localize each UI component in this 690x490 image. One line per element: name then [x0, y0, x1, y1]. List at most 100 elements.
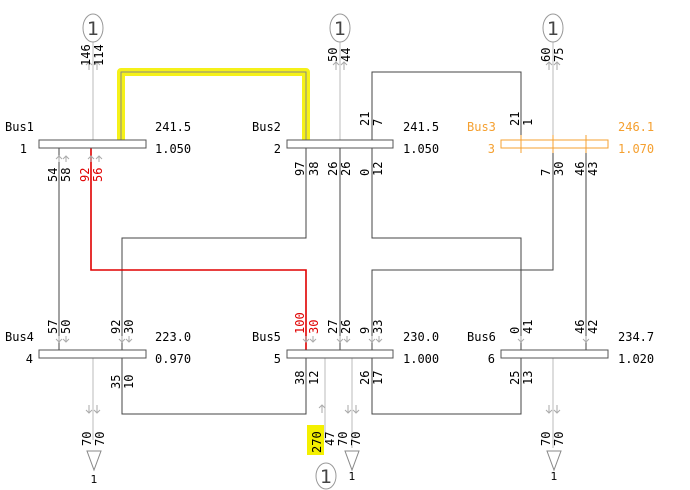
busbar-bus5[interactable]: [286, 349, 394, 359]
bus-number-bus6: 6: [488, 352, 495, 366]
line-bus2-bus4[interactable]: [121, 148, 307, 350]
arrow-icon: [553, 61, 561, 70]
bus-name-bus1: Bus1: [5, 120, 34, 134]
bus-number-bus3: 3: [488, 142, 495, 156]
busbar-bus6[interactable]: [500, 349, 609, 359]
line-bus2-bus6[interactable]: [371, 148, 522, 350]
arrow-icon: [85, 61, 93, 70]
busbar-bus3-selected[interactable]: [500, 139, 609, 149]
arrow-icon: [336, 336, 344, 343]
flow-b3-b2-mvar: 1: [521, 119, 535, 126]
flow-b6-b5-mw: 25: [508, 371, 522, 385]
generator-label: 1: [334, 18, 346, 40]
flow-b4-b5-mw: 35: [109, 375, 123, 389]
bus-voltage-pu-bus3: 1.070: [618, 142, 654, 156]
generator-icon: [542, 13, 564, 43]
flow-b6-b2-mw: 0: [508, 327, 522, 334]
flow-b2-b5-mvar: 26: [339, 162, 353, 176]
load-label: 1: [551, 470, 558, 483]
arrow-icon: [55, 155, 63, 162]
arrow-icon: [375, 336, 383, 343]
bus-voltage-kv-bus4: 223.0: [155, 330, 191, 344]
flow-b1-b5-mvar: 56: [91, 168, 105, 182]
bus-voltage-pu-bus1: 1.050: [155, 142, 191, 156]
flow-b5-b4-mvar: 12: [307, 371, 321, 385]
flow-b2-b5-mw: 26: [326, 162, 340, 176]
bus-number-bus2: 2: [274, 142, 281, 156]
line-bus1-bus5-overloaded[interactable]: [90, 148, 307, 350]
arrow-icon: [343, 336, 351, 343]
arrow-icon: [582, 336, 590, 343]
busbar-bus4[interactable]: [38, 349, 147, 359]
flow-b1-b5-mw: 92: [78, 168, 92, 182]
arrow-icon: [545, 405, 553, 414]
line-bus1-bus2[interactable]: [120, 71, 307, 140]
line-bus4-bus5[interactable]: [121, 358, 307, 415]
generator-bus1[interactable]: 1: [82, 13, 104, 43]
flow-b5-b2-mvar: 26: [339, 320, 353, 334]
bus-name-bus2: Bus2: [252, 120, 281, 134]
generator-label: 1: [320, 466, 332, 488]
yellow-highlight-gen-mw: [307, 425, 324, 455]
arrow-icon: [309, 336, 317, 343]
load-mvar-bus6: 70: [552, 432, 566, 446]
flow-b2-b4-mvar: 38: [307, 162, 321, 176]
flow-b5-b4-mw: 38: [293, 371, 307, 385]
arrow-icon: [302, 336, 310, 343]
load-bus4[interactable]: 1: [86, 450, 102, 486]
flow-b5-b6-mvar: 17: [371, 371, 385, 385]
transmission-lines: [58, 71, 587, 415]
arrow-icon: [85, 405, 93, 414]
line-bus3-bus5[interactable]: [371, 148, 554, 350]
load-mw-bus6: 70: [539, 432, 553, 446]
load-label: 1: [349, 470, 356, 483]
flow-b4-b2-mvar: 30: [122, 320, 136, 334]
flow-b4-b5-mvar: 10: [122, 375, 136, 389]
generator-label: 1: [547, 18, 559, 40]
flow-b2-b4-mw: 97: [293, 162, 307, 176]
arrow-icon: [95, 155, 103, 162]
generator-bus5[interactable]: 1: [315, 462, 337, 490]
flow-b4-b1-mvar: 50: [59, 320, 73, 334]
busbar-bus2[interactable]: [286, 139, 394, 149]
line-bus2-bus3[interactable]: [371, 71, 522, 140]
flow-b3-b5-mw: 7: [539, 169, 553, 176]
arrow-icon: [340, 61, 348, 70]
bus-voltage-kv-bus3: 246.1: [618, 120, 654, 134]
flow-b6-b2-mvar: 41: [521, 320, 535, 334]
bus-number-bus1: 1: [20, 142, 27, 156]
arrow-icon: [125, 336, 133, 343]
generator-icon: [82, 13, 104, 43]
load-label: 1: [91, 473, 98, 486]
line-bus5-bus6[interactable]: [371, 358, 522, 415]
bus-voltage-kv-bus2: 241.5: [403, 120, 439, 134]
flow-b5-b6-mw: 26: [358, 371, 372, 385]
arrow-icon: [118, 336, 126, 343]
flow-b2-b6-mw: 0: [358, 169, 372, 176]
flow-b6-b5-mvar: 13: [521, 371, 535, 385]
flow-b5-b3-mw: 9: [358, 327, 372, 334]
generator-bus2[interactable]: 1: [329, 13, 351, 43]
flow-b3-b2-mw: 21: [508, 112, 522, 126]
flow-arrows: [55, 61, 590, 414]
bus-voltage-pu-bus5: 1.000: [403, 352, 439, 366]
gen-mw-bus3: 60: [539, 48, 553, 62]
load-bus6[interactable]: 1: [546, 450, 562, 483]
bus-number-bus5: 5: [274, 352, 281, 366]
load-bus5[interactable]: 1: [344, 450, 360, 483]
load-mvar-bus4: 70: [93, 432, 107, 446]
arrow-icon: [545, 61, 553, 70]
flow-b6-b3-mw: 46: [573, 320, 587, 334]
gen-mvar-bus3: 75: [552, 48, 566, 62]
bus-name-bus5: Bus5: [252, 330, 281, 344]
flow-b3-b5-mvar: 30: [552, 162, 566, 176]
flow-b1-b4-mw: 54: [46, 168, 60, 182]
arrow-icon: [55, 336, 63, 343]
flow-b2-b3-mw: 21: [358, 112, 372, 126]
generator-bus3[interactable]: 1: [542, 13, 564, 43]
flow-b2-b3-mvar: 7: [371, 119, 385, 126]
busbar-bus1[interactable]: [38, 139, 147, 149]
arrow-icon: [352, 405, 360, 414]
arrow-icon: [344, 405, 352, 414]
